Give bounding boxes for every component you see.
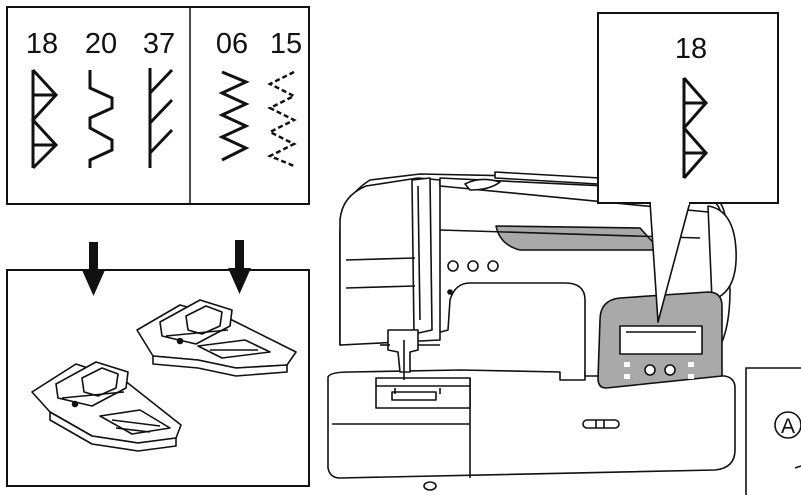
arm-accent-strip [496,226,660,250]
callout-stitch-number: 18 [675,33,707,65]
label-a-box: A [746,368,801,495]
stitch-number-20: 20 [85,28,117,60]
stitch-number-06: 06 [216,28,248,60]
lcd-display [620,326,702,354]
stitch-number-37: 37 [143,28,175,60]
label-a-text: A [781,415,795,438]
bobbin-cover-icon [583,420,619,428]
handwheel [708,206,736,300]
control-button [645,365,655,375]
control-button [665,365,675,375]
presser-feet-frame [7,270,309,486]
stitch-number-18: 18 [26,28,58,60]
presser-feet-panel [7,240,309,486]
stitch-number-15: 15 [270,28,302,60]
stitch-pattern-panel: 18 20 37 06 15 [7,7,309,204]
needle-bar [388,330,418,372]
